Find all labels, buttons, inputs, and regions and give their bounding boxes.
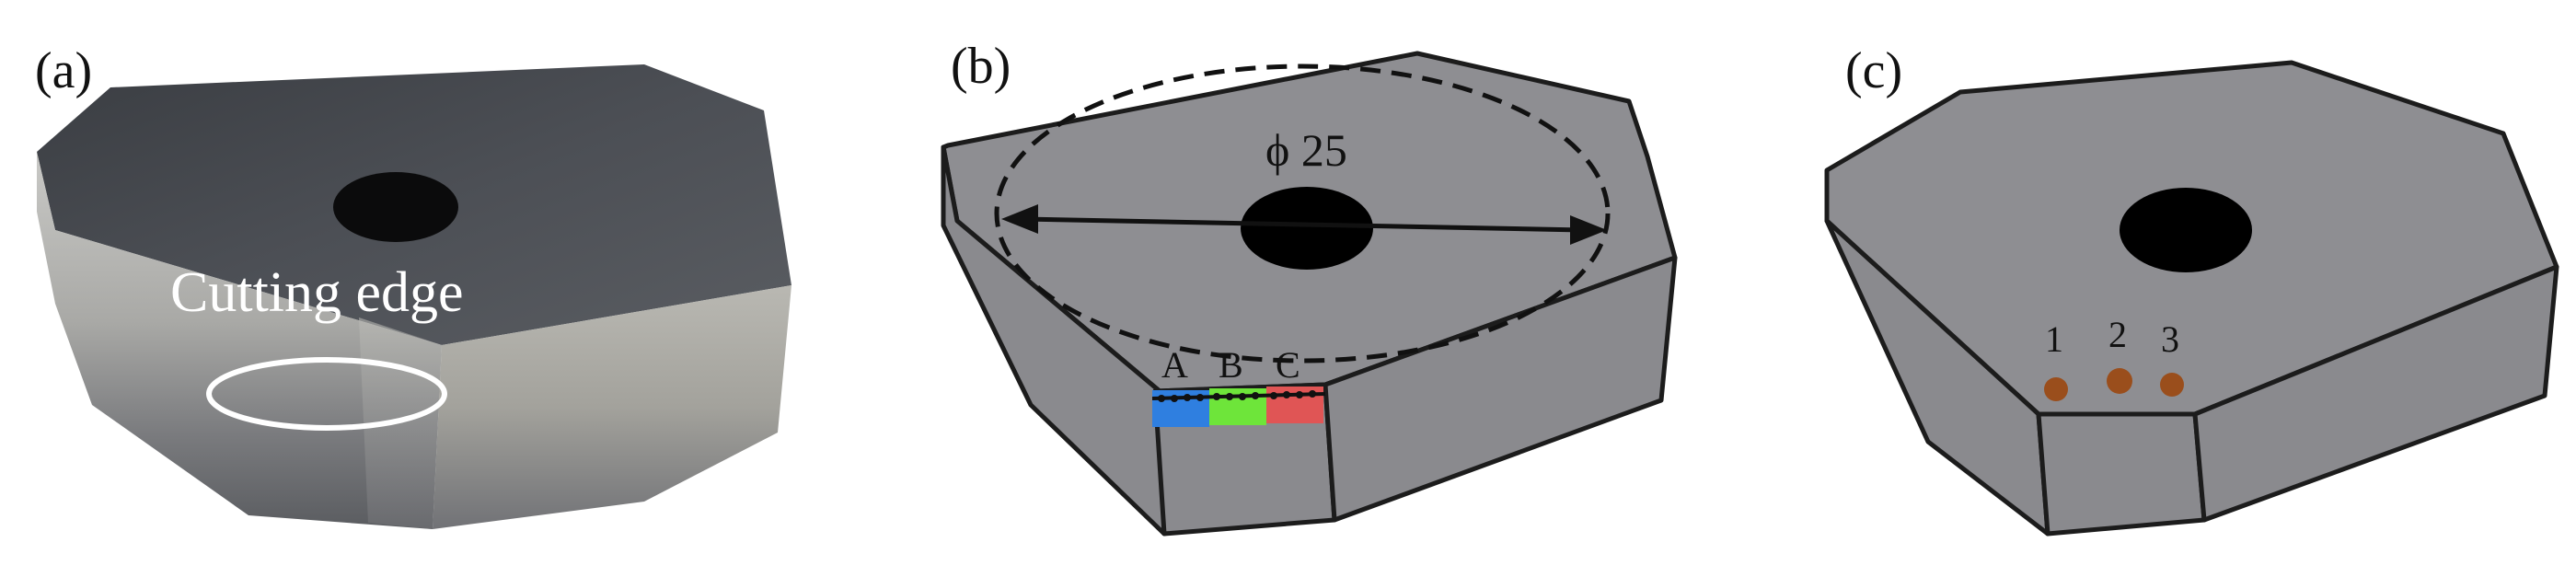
- zone-dot: [1226, 393, 1233, 400]
- zone-dot: [1196, 394, 1204, 401]
- panel-b: (b) ϕ 25: [941, 38, 1678, 537]
- zone-dot: [1309, 390, 1316, 398]
- diameter-arrowhead-left: [1001, 204, 1038, 234]
- insert-photo-left-side: [37, 152, 442, 529]
- point-1-label: 1: [2045, 318, 2063, 360]
- panel-a: (a) Cutting edge: [35, 42, 791, 529]
- insert-photo: Cutting edge: [37, 64, 791, 529]
- measurement-point-2: [2107, 368, 2132, 394]
- measurement-point-3: [2160, 373, 2184, 397]
- zone-dot: [1283, 391, 1290, 398]
- panel-c-label: (c): [1845, 42, 1902, 99]
- zone-sample-dots: [1158, 390, 1316, 402]
- insert-c-front-face: [2036, 411, 2207, 537]
- zone-c-label: C: [1276, 344, 1300, 386]
- measurement-circle: [994, 63, 1611, 364]
- panel-b-label: (b): [951, 38, 1011, 95]
- insert-b-hole: [1241, 187, 1373, 270]
- insert-photo-right-side: [433, 285, 791, 529]
- zone-b-label: B: [1219, 344, 1243, 386]
- insert-b-right-side: [1323, 255, 1678, 523]
- insert-schematic-c: 1 2 3: [1824, 60, 2559, 537]
- measurement-point-1: [2044, 377, 2068, 401]
- diameter-arrow-line: [1021, 216, 1584, 233]
- insert-photo-chamfer: [359, 317, 442, 529]
- panel-c: (c) 1 2 3: [1824, 42, 2559, 537]
- cutting-edge-label: Cutting edge: [170, 261, 464, 324]
- zone-a-label: A: [1161, 344, 1188, 386]
- zone-dot: [1239, 393, 1246, 400]
- zone-dot: [1213, 393, 1220, 400]
- zone-dot: [1158, 395, 1165, 402]
- zone-dot: [1296, 391, 1303, 398]
- point-2-label: 2: [2108, 314, 2127, 355]
- panel-a-label: (a): [35, 42, 92, 99]
- insert-c-hole: [2120, 188, 2252, 272]
- diameter-arrowhead-right: [1570, 215, 1607, 245]
- zone-dot: [1171, 395, 1178, 402]
- insert-schematic-b: ϕ 25 A B C: [941, 51, 1678, 537]
- point-3-label: 3: [2161, 318, 2179, 360]
- diameter-label: ϕ 25: [1265, 124, 1347, 176]
- cutting-edge-highlight: [206, 357, 447, 431]
- zone-dot: [1270, 392, 1277, 399]
- insert-c-right-side: [2192, 264, 2559, 523]
- zone-dot: [1184, 394, 1191, 401]
- insert-photo-hole: [333, 172, 458, 242]
- zone-dot: [1252, 392, 1259, 399]
